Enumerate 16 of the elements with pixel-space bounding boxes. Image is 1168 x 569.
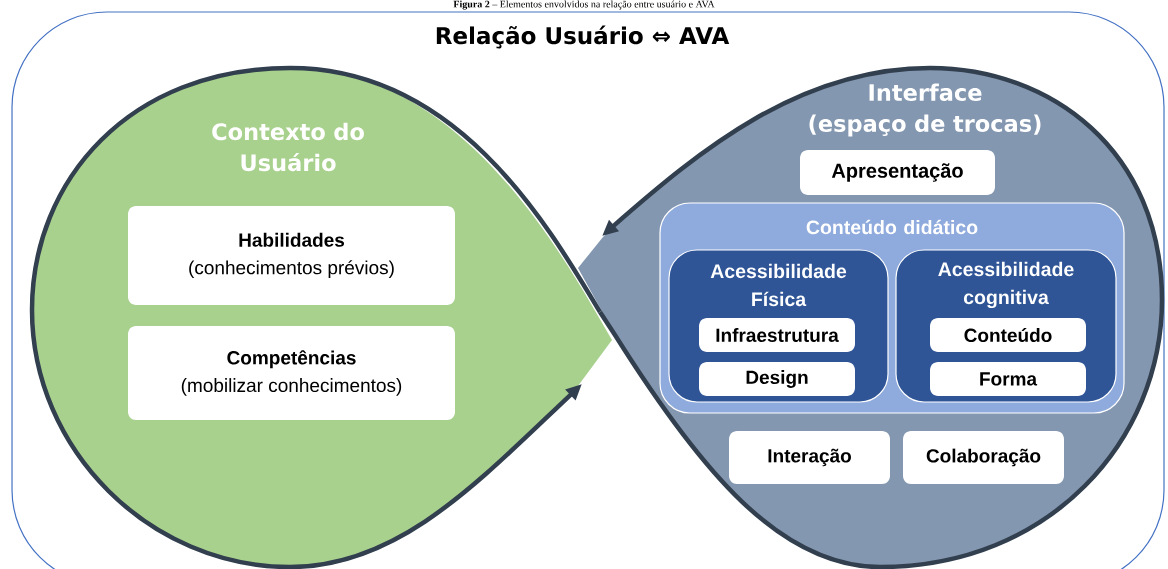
text-box: Habilidades (conhecimentos prévios) [128,206,455,305]
text-box: Infraestrutura [699,318,855,352]
text-box: Interação [729,431,890,484]
figure-caption: Figura 2 – Elementos envolvidos na relação entre usuário e AVA [453,0,715,10]
panel-heading: Acessibilidade cognitiva [938,261,1074,309]
text-box: Design [699,362,855,396]
text-box: Colaboração [903,431,1064,484]
section-heading: Interface (espaço de trocas) [809,83,1041,137]
text-box: Forma [930,362,1086,396]
panel-heading: Acessibilidade Física [710,263,847,307]
text-box: Conteúdo [930,318,1086,352]
panel-heading: Conteúdo didático [806,219,978,235]
diagram-title: Relação Usuário ⇔ AVA [436,25,730,49]
text-box: Competências (mobilizar conhecimentos) [128,326,455,420]
section-heading: Contexto do Usuário [212,122,364,172]
text-box: Apresentação [800,150,995,195]
